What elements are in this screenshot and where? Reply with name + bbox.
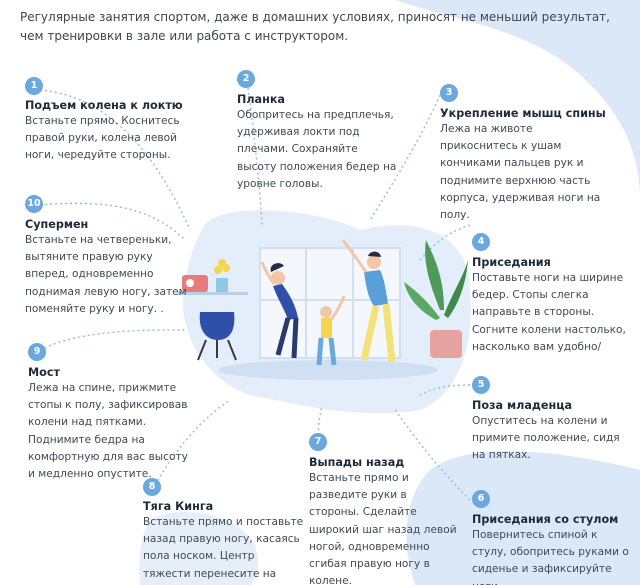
exercise-title: Выпады назад (309, 456, 405, 469)
exercise-description: Лежа на животе прикоснитесь к ушам кончи… (440, 123, 601, 222)
exercise-title: Супермен (25, 218, 89, 231)
exercise-6: Приседания со стулом Повернитесь спиной … (472, 512, 634, 585)
bottom-right-blob (406, 451, 640, 585)
step-number-1: 1 (25, 77, 43, 95)
step-number-10: 10 (25, 195, 43, 213)
step-number-3: 3 (440, 84, 458, 102)
family-workout-illustration (178, 239, 468, 380)
step-number-7: 7 (309, 433, 327, 451)
exercise-title: Поза младенца (472, 399, 573, 412)
dotted-connectors (39, 87, 471, 501)
exercise-7: Выпады назад Встаньте прямо и разведите … (309, 455, 459, 585)
exercise-description: Лежа на спине, прижмите стопы к полу, за… (28, 382, 188, 481)
step-number-6: 6 (472, 490, 490, 508)
exercise-title: Приседания (472, 256, 551, 269)
step-number-5: 5 (472, 376, 490, 394)
top-right-blob (395, 0, 640, 200)
intro-text: Регулярные занятия спортом, даже в домаш… (20, 10, 610, 43)
exercise-8: Тяга Кинга Встаньте прямо и поставьте на… (143, 499, 305, 585)
exercise-title: Укрепление мышц спины (440, 107, 606, 120)
exercise-description: Встаньте на четвереньки, вытяните правую… (25, 234, 187, 315)
step-number-2: 2 (237, 70, 255, 88)
step-number-8: 8 (143, 478, 161, 496)
exercise-title: Планка (237, 93, 285, 106)
exercise-description: Встаньте прямо и разведите руки в сторон… (309, 472, 457, 585)
exercise-title: Тяга Кинга (143, 500, 214, 513)
exercise-5: Поза младенца Опуститесь на колени и при… (472, 398, 632, 465)
exercise-description: Встаньте прямо и поставьте назад правую … (143, 516, 304, 585)
exercise-2: Планка Обопритесь на предплечья, удержив… (237, 92, 397, 193)
exercise-10: Супермен Встаньте на четвереньки, вытяни… (25, 217, 195, 318)
exercise-3: Укрепление мышц спины Лежа на животе при… (440, 106, 610, 224)
exercise-9: Мост Лежа на спине, прижмите стопы к пол… (28, 365, 193, 483)
exercise-description: Встаньте прямо. Коснитесь правой руки, к… (25, 115, 180, 162)
bottom-left-blob (139, 512, 258, 585)
exercise-description: Обопритесь на предплечья, удерживая локт… (237, 109, 397, 190)
step-number-9: 9 (28, 343, 46, 361)
exercise-title: Подъем колена к локтю (25, 99, 183, 112)
exercise-description: Поставьте ноги на ширине бедер. Стопы сл… (472, 272, 626, 353)
exercise-4: Приседания Поставьте ноги на ширине беде… (472, 255, 638, 356)
exercise-description: Опуститесь на колени и примите положение… (472, 415, 620, 462)
step-number-4: 4 (472, 233, 490, 251)
exercise-title: Мост (28, 366, 60, 379)
exercise-description: Повернитесь спиной к стулу, обопритесь р… (472, 529, 629, 585)
exercise-1: Подъем колена к локтю Встаньте прямо. Ко… (25, 98, 195, 165)
exercise-title: Приседания со стулом (472, 513, 619, 526)
